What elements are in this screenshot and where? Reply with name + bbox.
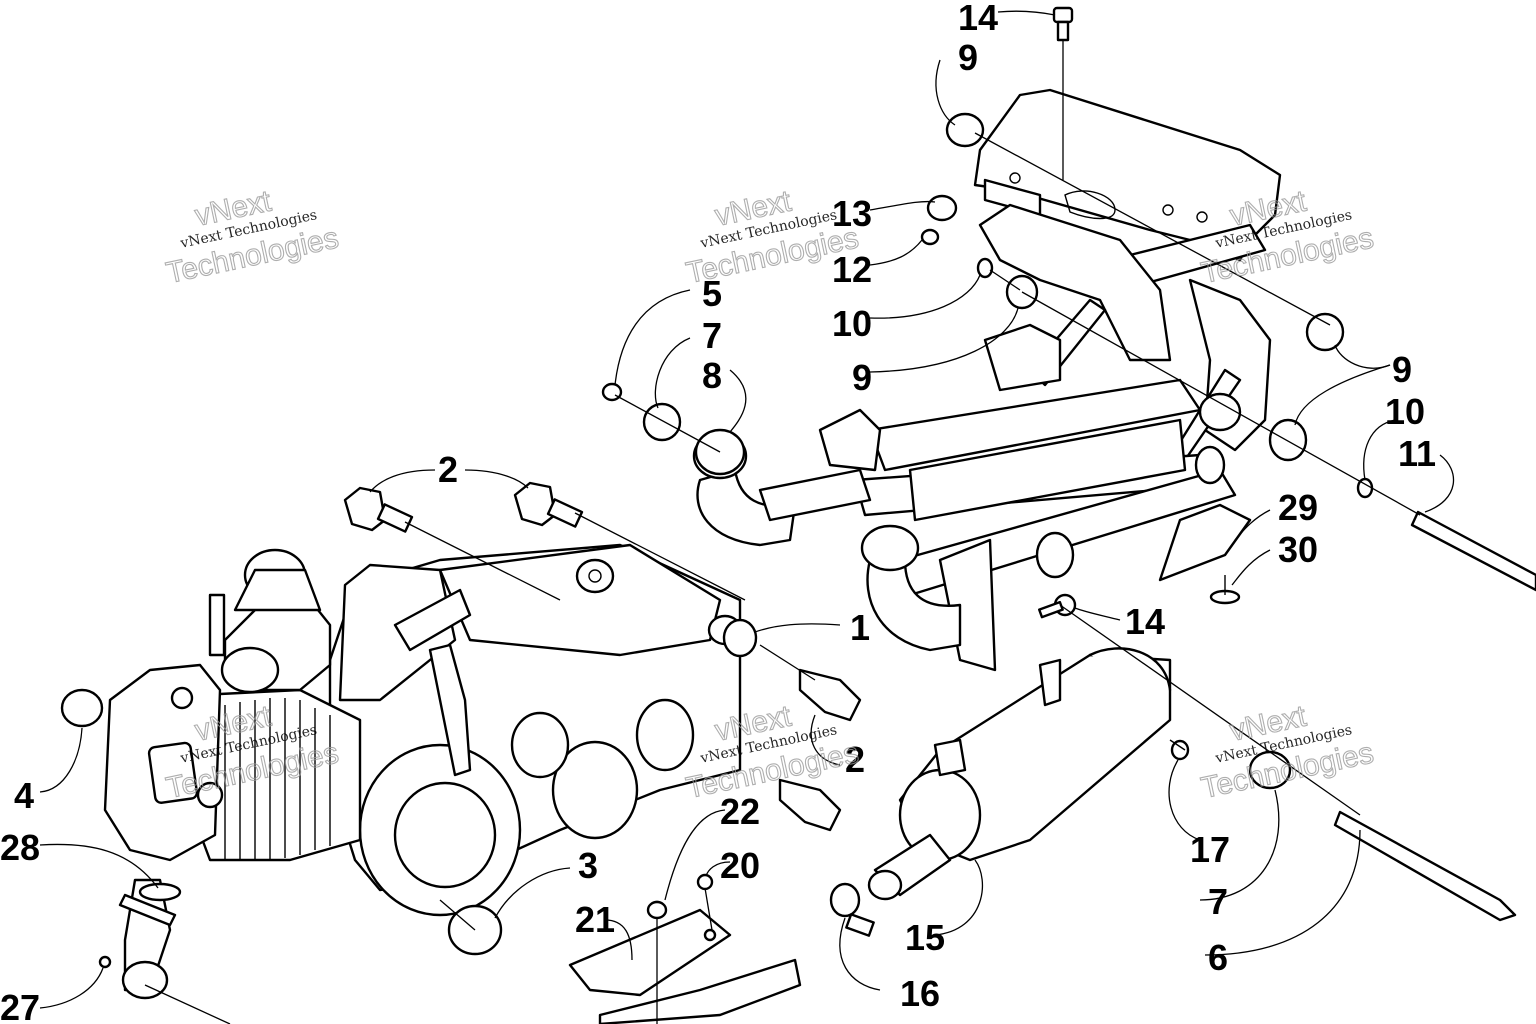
callout-16: 16 xyxy=(900,973,940,1014)
callout-9-top: 9 xyxy=(958,37,978,78)
callout-14-mid: 14 xyxy=(1125,601,1165,642)
callout-9-mid: 9 xyxy=(852,357,872,398)
watermark-1: vNext vNext Technologies Technologies xyxy=(163,184,342,291)
callout-28: 28 xyxy=(0,827,40,868)
watermark-5: vNext vNext Technologies Technologies xyxy=(683,699,862,806)
engine-mount-frame xyxy=(692,88,1282,672)
callout-10-left: 10 xyxy=(832,303,872,344)
callout-2-top: 2 xyxy=(438,449,458,490)
callout-5: 5 xyxy=(702,273,722,314)
leader-lines xyxy=(39,10,1455,1009)
watermark-3: vNext vNext Technologies Technologies xyxy=(1198,184,1377,291)
loose-hardware xyxy=(60,6,1536,969)
muffler-assembly xyxy=(829,647,1172,937)
callout-17: 17 xyxy=(1190,829,1230,870)
callout-3: 3 xyxy=(578,845,598,886)
alignment-lines xyxy=(144,132,1421,1024)
callout-30: 30 xyxy=(1278,529,1318,570)
callout-11: 11 xyxy=(1398,433,1436,474)
callout-27: 27 xyxy=(0,987,40,1024)
callout-22: 22 xyxy=(720,791,760,832)
callout-4: 4 xyxy=(14,775,34,816)
callout-7-bottom: 7 xyxy=(1208,881,1228,922)
callout-21: 21 xyxy=(575,899,615,940)
callout-9-right: 9 xyxy=(1392,349,1412,390)
callout-1: 1 xyxy=(850,607,870,648)
callout-12: 12 xyxy=(832,249,872,290)
callout-15: 15 xyxy=(905,917,945,958)
callout-labels: 14 9 13 12 10 9 5 7 8 9 10 11 29 30 14 2… xyxy=(0,0,1436,1024)
callout-13: 13 xyxy=(832,193,872,234)
watermark-6: vNext vNext Technologies Technologies xyxy=(1198,699,1377,806)
callout-8: 8 xyxy=(702,355,722,396)
cooling-fins xyxy=(224,698,331,860)
callout-10-right: 10 xyxy=(1385,391,1425,432)
callout-14-top: 14 xyxy=(958,0,998,38)
callout-20: 20 xyxy=(720,845,760,886)
callout-29: 29 xyxy=(1278,487,1318,528)
callout-6: 6 xyxy=(1208,937,1228,978)
callout-7-top: 7 xyxy=(702,315,722,356)
callout-2-bottom: 2 xyxy=(845,739,865,780)
engine-assembly xyxy=(103,543,756,1000)
